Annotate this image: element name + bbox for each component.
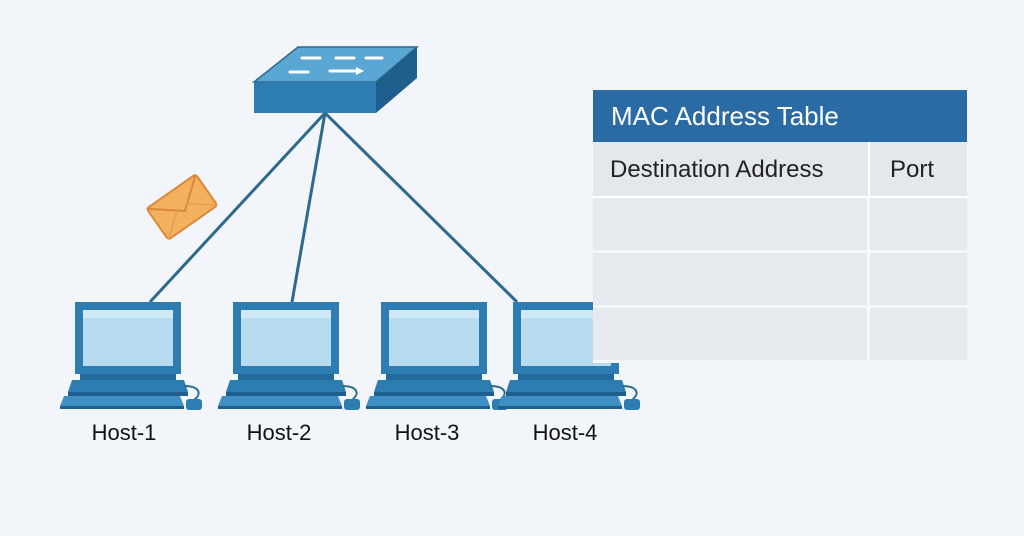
column-header-port: Port [870, 142, 967, 198]
mac-table-grid: Destination Address Port [593, 142, 967, 363]
computer-icon [365, 301, 509, 411]
host-label: Host-3 [394, 420, 460, 445]
mac-address-table: MAC Address Table Destination Address Po… [593, 90, 967, 363]
table-cell-destination [593, 198, 870, 253]
column-header-destination: Destination Address [593, 142, 870, 198]
switch-icon [251, 46, 420, 113]
network-links [148, 111, 519, 304]
link-host-4 [323, 111, 519, 304]
table-cell-port [870, 253, 967, 308]
table-cell-port [870, 308, 967, 363]
host-label: Host-2 [246, 420, 312, 445]
computer-icon [217, 301, 361, 411]
host-label: Host-1 [91, 420, 157, 445]
computer-icon [59, 301, 203, 411]
table-cell-destination [593, 308, 870, 363]
table-cell-destination [593, 253, 870, 308]
mac-table-title: MAC Address Table [593, 90, 967, 142]
link-host-1 [148, 111, 327, 304]
host-label: Host-4 [532, 420, 598, 445]
link-host-2 [290, 112, 327, 303]
envelope-icon [146, 173, 218, 240]
table-cell-port [870, 198, 967, 253]
